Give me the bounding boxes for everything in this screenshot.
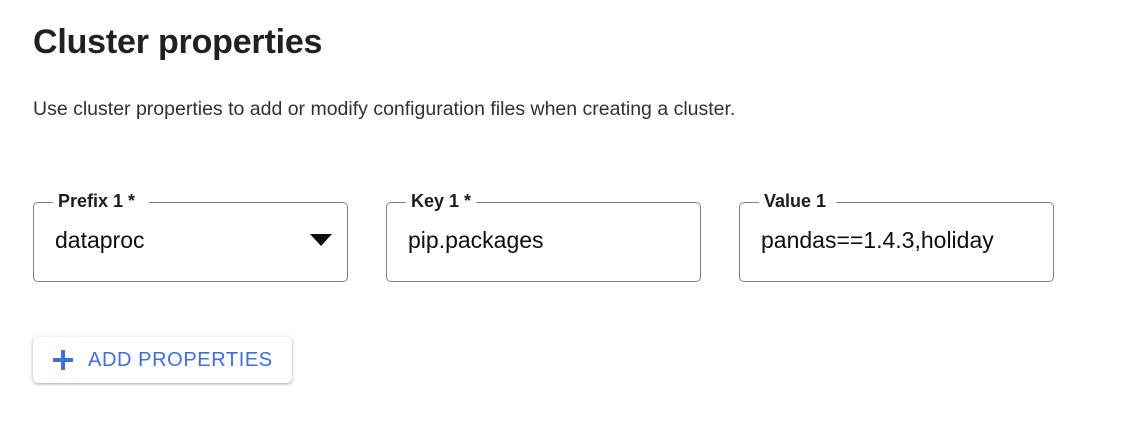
- field-label-key-1: Key 1 *: [411, 191, 472, 211]
- add-properties-label: ADD PROPERTIES: [88, 349, 273, 371]
- field-label-value-1: Value 1: [764, 191, 827, 211]
- field-control-key-1[interactable]: pip.packages: [386, 202, 701, 282]
- field-key-1[interactable]: Key 1 * pip.packages: [386, 191, 701, 282]
- field-value-value-1: pandas==1.4.3,holiday: [761, 227, 994, 253]
- field-control-prefix-1[interactable]: dataproc: [33, 202, 348, 282]
- properties-row: Prefix 1 * dataproc Key 1 * pip.packages…: [33, 191, 1054, 282]
- add-properties-button[interactable]: ADD PROPERTIES: [33, 337, 292, 383]
- page-title: Cluster properties: [33, 23, 323, 61]
- field-label-prefix-1: Prefix 1 *: [58, 191, 136, 211]
- chevron-down-icon[interactable]: [310, 234, 332, 246]
- plus-icon: [52, 349, 74, 371]
- field-value-key-1: pip.packages: [408, 227, 544, 253]
- page-description: Use cluster properties to add or modify …: [33, 98, 736, 120]
- field-value-1[interactable]: Value 1 pandas==1.4.3,holiday: [739, 191, 1054, 282]
- field-prefix-1[interactable]: Prefix 1 * dataproc: [33, 191, 348, 282]
- field-value-prefix-1: dataproc: [55, 227, 145, 253]
- field-control-value-1[interactable]: pandas==1.4.3,holiday: [739, 202, 1054, 282]
